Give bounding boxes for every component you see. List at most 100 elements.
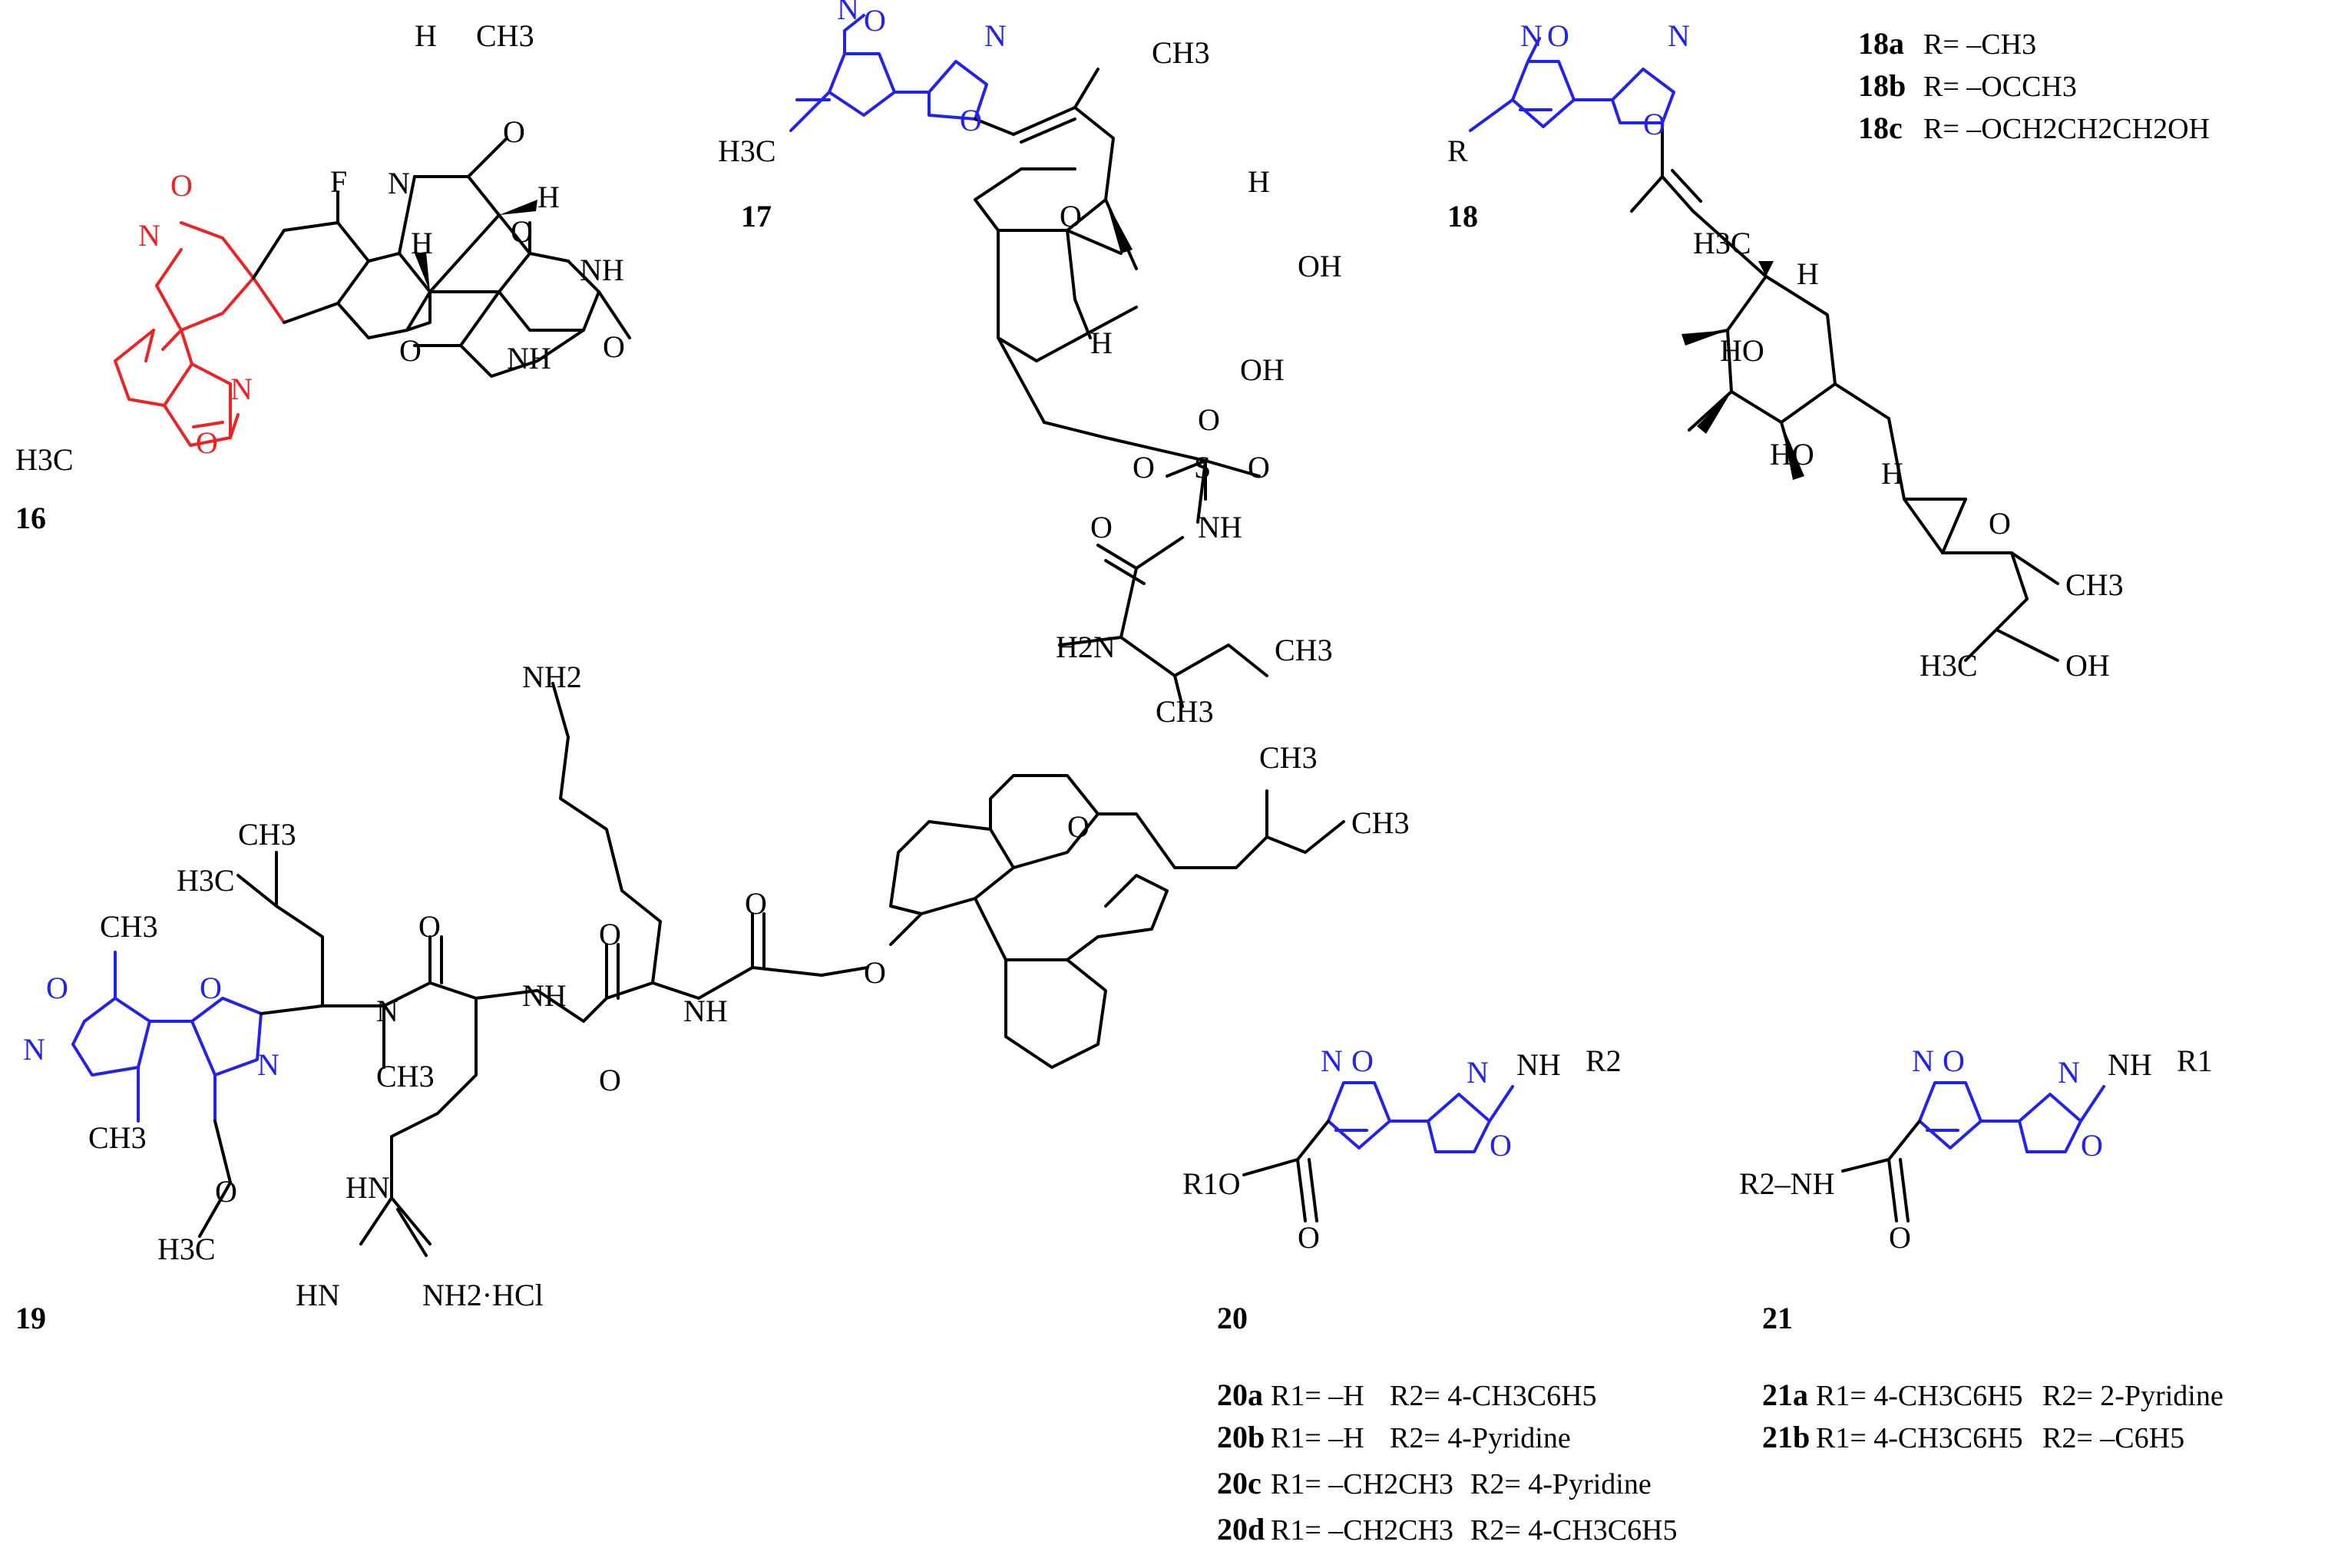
methyl-group: CH3 xyxy=(376,1059,435,1093)
h-atom: H xyxy=(1090,326,1113,360)
o-atom: O xyxy=(864,955,886,990)
isoxazole-n-atom: N xyxy=(1520,18,1543,53)
compound-19: NH2 CH3 CH3 O O O NH NH O O O N CH3 CH3 … xyxy=(15,660,1410,1335)
methyl-group: CH3 xyxy=(1156,694,1214,729)
compound-label-19: 19 xyxy=(15,1301,46,1335)
substituent-text: R= –OCCH3 xyxy=(1923,71,2077,103)
methyl-group: CH3 xyxy=(1152,35,1210,70)
substituent-id: 20d xyxy=(1217,1512,1265,1546)
substituent-r1: R1= 4-CH3C6H5 xyxy=(1816,1380,2023,1412)
amine-hcl-salt: NH2·HCl xyxy=(422,1278,544,1312)
h-atom: H xyxy=(1248,164,1270,199)
methyl-group: H3C xyxy=(157,1232,216,1266)
n-atom: N xyxy=(388,166,410,200)
methyl-group: H3C xyxy=(1693,226,1751,260)
substituent-id: 18c xyxy=(1858,111,1903,145)
oxazole-n-atom: N xyxy=(984,18,1007,53)
ring-o-atom: O xyxy=(1060,199,1082,233)
isoxazole-o-atom: O xyxy=(170,168,193,203)
methyl-group: CH3 xyxy=(88,1120,147,1155)
isoxazole-o-atom: O xyxy=(1547,18,1569,53)
substituent-r1: R1= –H xyxy=(1271,1422,1364,1454)
substituent-r2: R2= 4-CH3C6H5 xyxy=(1390,1380,1597,1412)
o-atom: O xyxy=(599,917,621,951)
sulfur-atom: S xyxy=(1194,450,1211,485)
nh-group: NH xyxy=(522,978,567,1013)
compound-17: N O N O CH3 H3C O H OH H OH O S O O NH O… xyxy=(718,0,1342,729)
ring-o-atom: O xyxy=(503,114,525,149)
nh-group: NH xyxy=(507,341,551,375)
oxazole-o-atom: O xyxy=(960,103,982,137)
substituent-r1: R1= –H xyxy=(1271,1380,1364,1412)
carbonyl-o-atom: O xyxy=(1889,1220,1911,1255)
f-atom: F xyxy=(330,164,347,199)
substituent-r2: R2= –C6H5 xyxy=(2042,1422,2184,1454)
amine-group: NH2 xyxy=(522,660,582,694)
o-atom: O xyxy=(1090,510,1113,544)
oxazole-n-atom: N xyxy=(257,1047,279,1082)
oxazole-o-atom: O xyxy=(1643,107,1665,141)
oxazole-n-atom: N xyxy=(1668,18,1690,53)
substituent-text: R= –OCH2CH2CH2OH xyxy=(1923,113,2210,145)
compound-label-16: 16 xyxy=(15,501,46,535)
methyl-group: CH3 xyxy=(100,909,158,944)
isoxazole-o-atom: O xyxy=(1943,1044,1965,1078)
o-atom: O xyxy=(1248,450,1270,485)
methyl-group: CH3 xyxy=(1259,740,1318,775)
nh-group: HN xyxy=(346,1170,390,1205)
substituent-r2: R2= 4-Pyridine xyxy=(1470,1468,1652,1500)
compound-label-18: 18 xyxy=(1447,199,1478,233)
r2-group: R2 xyxy=(1586,1044,1622,1078)
isoxazole-o-atom: O xyxy=(1351,1044,1374,1078)
n-methyl-atom: N xyxy=(376,994,398,1028)
substituent-id: 21a xyxy=(1762,1378,1808,1412)
substituent-table-21: 21a R1= 4-CH3C6H5 R2= 2-Pyridine 21b R1=… xyxy=(1762,1378,2224,1454)
hydroxyl-group: OH xyxy=(1298,249,1342,283)
isoxazole-n-atom: N xyxy=(230,372,253,406)
compound-label-20: 20 xyxy=(1217,1301,1248,1335)
o-atom: O xyxy=(745,886,767,921)
isoxazole-n-atom: N xyxy=(1912,1044,1934,1078)
isoxazole-o-atom: O xyxy=(196,425,218,460)
methyl-group: H3C xyxy=(718,134,776,168)
substituent-id: 20a xyxy=(1217,1378,1263,1412)
nh-group: NH xyxy=(580,253,624,287)
h-atom: H xyxy=(1881,456,1903,491)
methyl-group: CH3 xyxy=(2065,567,2124,602)
compound-16: F N H CH3 O H H O NH O NH O O N O N H3C … xyxy=(15,18,631,535)
h-atom: H xyxy=(537,180,560,214)
substituent-id: 18b xyxy=(1858,68,1906,103)
methyl-group: H3C xyxy=(177,863,235,898)
substituent-id: 21b xyxy=(1762,1420,1810,1454)
r1-group: R1 xyxy=(2177,1044,2213,1078)
methyl-group: CH3 xyxy=(238,817,296,852)
substituent-id: 18a xyxy=(1858,26,1904,61)
nh-group: NH xyxy=(1198,510,1242,544)
o-atom: O xyxy=(418,909,441,944)
carbonyl-o-atom: O xyxy=(1298,1220,1320,1255)
substituent-r2: R2= 4-Pyridine xyxy=(1390,1422,1571,1454)
substituent-table-20: 20a R1= –H R2= 4-CH3C6H5 20b R1= –H R2= … xyxy=(1217,1378,1678,1546)
methyl-group: CH3 xyxy=(476,18,534,53)
isoxazole-n-atom: N xyxy=(1321,1044,1343,1078)
substituent-id: 20b xyxy=(1217,1420,1265,1454)
methyl-group: CH3 xyxy=(1275,633,1333,667)
isoxazole-o-atom: O xyxy=(864,3,886,38)
oxazole-o-atom: O xyxy=(2081,1128,2103,1163)
o-atom: O xyxy=(1198,402,1220,437)
compound-20: N O N O NH R2 R1O O 20 20a R1= –H R2= 4-… xyxy=(1182,1044,1678,1546)
epoxide-o-atom: O xyxy=(1989,506,2011,541)
o-atom: O xyxy=(1133,450,1155,485)
hydroxyl-group: HO xyxy=(1770,437,1814,471)
methyl-group: H3C xyxy=(1920,648,1978,683)
methyl-group: CH3 xyxy=(1351,806,1410,840)
compound-label-21: 21 xyxy=(1762,1301,1793,1335)
compound-18: N O N O R H3C H HO HO H O CH3 H3C OH 18 … xyxy=(1447,18,2210,683)
oxazole-n-atom: N xyxy=(2058,1055,2080,1090)
o-atom: O xyxy=(511,214,533,249)
substituent-r2: R2= 2-Pyridine xyxy=(2042,1380,2224,1412)
o-atom: O xyxy=(599,1063,621,1097)
r2-amide-group: R2–NH xyxy=(1739,1166,1834,1201)
amine-group: H2N xyxy=(1056,630,1116,664)
